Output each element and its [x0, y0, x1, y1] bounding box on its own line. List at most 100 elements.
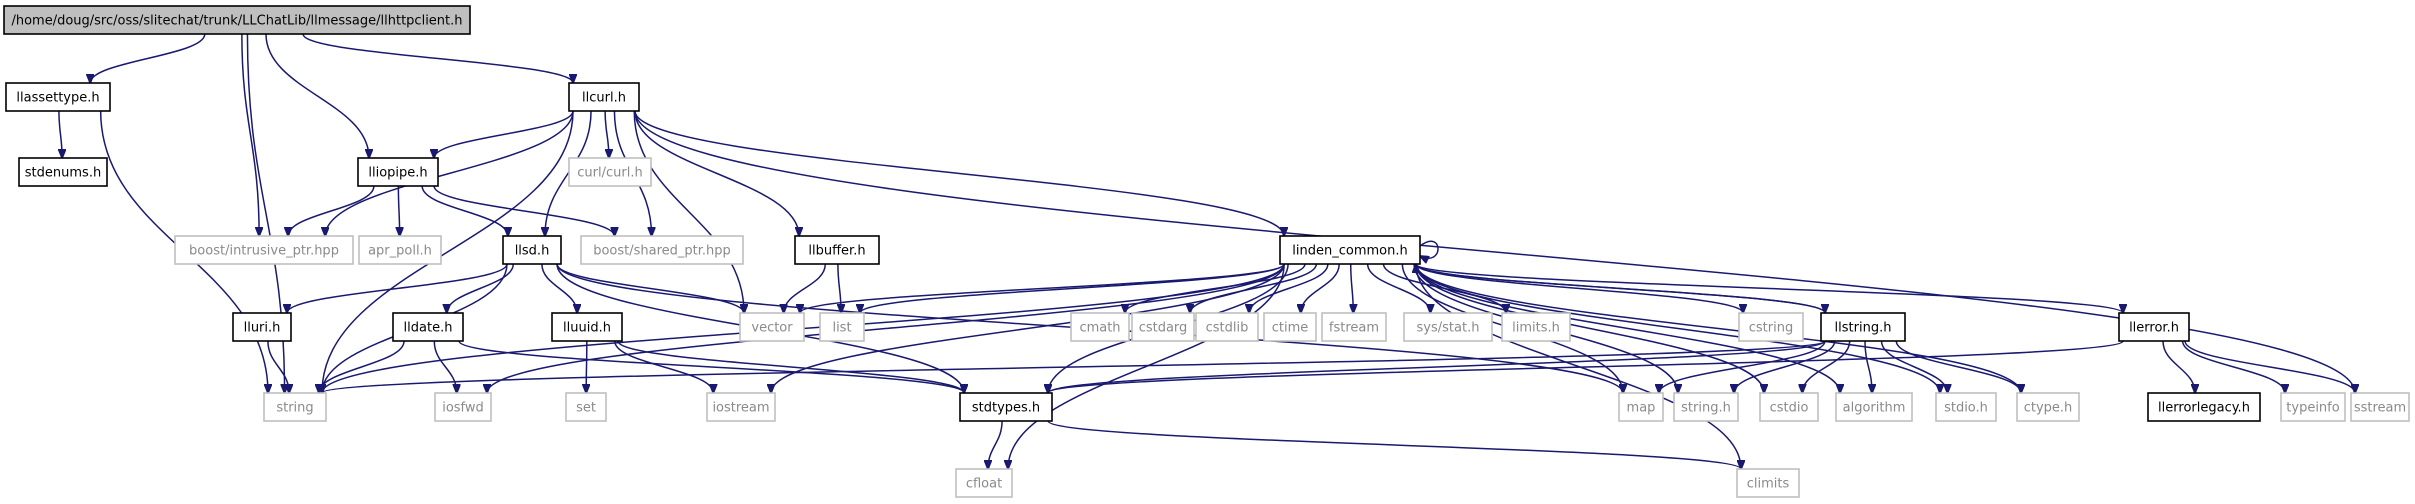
edge-linden-to-iostream	[771, 263, 1285, 393]
edge-root-to-lliopipe	[265, 33, 369, 158]
edge-lluuid-to-set	[586, 340, 587, 393]
edge-lldate-to-stdtypes	[458, 340, 964, 393]
node-label: climits	[1747, 477, 1790, 492]
edge-linden-to-ctype	[1415, 263, 2021, 393]
node-linden[interactable]: linden_common.h	[1279, 235, 1421, 265]
node-label: cmath	[1079, 321, 1120, 336]
node-box	[357, 157, 439, 187]
node-iosfwd: iosfwd	[434, 392, 492, 422]
node-box	[2280, 392, 2346, 422]
node-stringh: string.h	[1673, 392, 1739, 422]
node-cmath: cmath	[1070, 312, 1130, 342]
node-lluuid[interactable]: lluuid.h	[551, 312, 623, 342]
node-box	[580, 235, 744, 265]
node-box	[392, 312, 464, 342]
node-cstring: cstring	[1738, 312, 1804, 342]
node-box	[18, 157, 108, 187]
node-label: llcurl.h	[582, 91, 626, 106]
edge-linden-to-llerror	[1415, 263, 2123, 313]
node-box	[2350, 392, 2410, 422]
node-stdtypes[interactable]: stdtypes.h	[959, 392, 1053, 422]
node-curl: curl/curl.h	[568, 157, 652, 187]
node-label: cstring	[1749, 321, 1793, 336]
node-label: llbuffer.h	[808, 244, 865, 259]
edge-llerror-to-stdtypes	[1048, 340, 2124, 393]
node-map: map	[1618, 392, 1664, 422]
node-box	[955, 468, 1013, 498]
node-root[interactable]: /home/doug/src/oss/slitechat/trunk/LLCha…	[3, 5, 471, 35]
edge-llstring-to-stdtypes	[1048, 340, 1826, 393]
edge-llassettype-to-stdenums	[59, 110, 62, 158]
node-label: cstdarg	[1139, 321, 1188, 336]
edge-linden-to-algorithm	[1415, 263, 1840, 393]
edge-llcurl-to-curl	[604, 110, 609, 158]
node-lliopipe[interactable]: lliopipe.h	[357, 157, 439, 187]
node-sysstat: sys/stat.h	[1403, 312, 1493, 342]
node-shared: boost/shared_ptr.hpp	[580, 235, 744, 265]
node-box	[1673, 392, 1739, 422]
node-label: llerrorlegacy.h	[2158, 401, 2250, 416]
node-label: llstring.h	[1835, 321, 1892, 336]
node-lldate[interactable]: lldate.h	[392, 312, 464, 342]
node-box	[1935, 392, 1997, 422]
edge-stdtypes-to-cfloat	[988, 420, 1003, 469]
node-llassettype[interactable]: llassettype.h	[5, 82, 111, 112]
node-box	[1263, 312, 1317, 342]
node-label: llsd.h	[515, 244, 550, 259]
node-box	[1738, 312, 1804, 342]
node-climits: climits	[1736, 468, 1800, 498]
node-box	[263, 392, 327, 422]
node-llbuffer[interactable]: llbuffer.h	[794, 235, 880, 265]
edge-lliopipe-to-llsd	[421, 185, 508, 236]
node-box	[739, 312, 805, 342]
node-label: cfloat	[966, 477, 1002, 492]
node-label: llerror.h	[2129, 321, 2179, 336]
node-box	[174, 235, 354, 265]
node-label: curl/curl.h	[577, 166, 642, 181]
node-label: vector	[751, 321, 793, 336]
node-label: /home/doug/src/oss/slitechat/trunk/LLCha…	[11, 14, 462, 29]
edge-root-to-intrusive	[241, 33, 259, 236]
edge-linden-to-cstdarg	[1190, 263, 1318, 313]
node-box	[1195, 312, 1259, 342]
edge-llerror-to-typeinfo	[2181, 340, 2285, 393]
edge-llsd-to-vector	[556, 263, 744, 313]
node-fstream: fstream	[1321, 312, 1387, 342]
node-box	[358, 235, 442, 265]
edge-llerror-to-sstream	[2184, 340, 2355, 393]
node-box	[1736, 468, 1800, 498]
edge-llstring-to-stdio	[1880, 340, 1948, 393]
node-label: limits.h	[1512, 321, 1560, 336]
edge-stdtypes-to-climits	[1047, 420, 1741, 469]
node-llcurl[interactable]: llcurl.h	[568, 82, 640, 112]
node-box	[1279, 235, 1421, 265]
edge-llstring-to-algorithm	[1864, 340, 1872, 393]
node-llerror[interactable]: llerror.h	[2118, 312, 2190, 342]
edge-lluri-to-string	[267, 340, 289, 393]
node-box	[1070, 312, 1130, 342]
edge-linden-to-stdio	[1415, 263, 1940, 393]
node-label: iosfwd	[442, 401, 484, 416]
node-box	[1501, 312, 1571, 342]
node-label: iostream	[712, 401, 769, 416]
node-label: string.h	[1681, 401, 1731, 416]
node-label: lluuid.h	[563, 321, 611, 336]
node-box	[2147, 392, 2261, 422]
node-label: sstream	[2354, 401, 2406, 416]
node-lluri[interactable]: lluri.h	[232, 312, 292, 342]
node-box	[232, 312, 292, 342]
edge-linden-to-linden	[1420, 240, 1439, 258]
node-box	[794, 235, 880, 265]
node-stdenums[interactable]: stdenums.h	[18, 157, 108, 187]
node-llstring[interactable]: llstring.h	[1820, 312, 1906, 342]
node-box	[1759, 392, 1819, 422]
node-label: linden_common.h	[1292, 244, 1407, 259]
node-llerrorlegacy[interactable]: llerrorlegacy.h	[2147, 392, 2261, 422]
node-label: stdtypes.h	[972, 401, 1040, 416]
node-set: set	[565, 392, 607, 422]
nodes-layer: /home/doug/src/oss/slitechat/trunk/LLCha…	[3, 5, 2410, 498]
node-llsd[interactable]: llsd.h	[502, 235, 562, 265]
node-label: lldate.h	[404, 321, 453, 336]
node-box	[1131, 312, 1195, 342]
